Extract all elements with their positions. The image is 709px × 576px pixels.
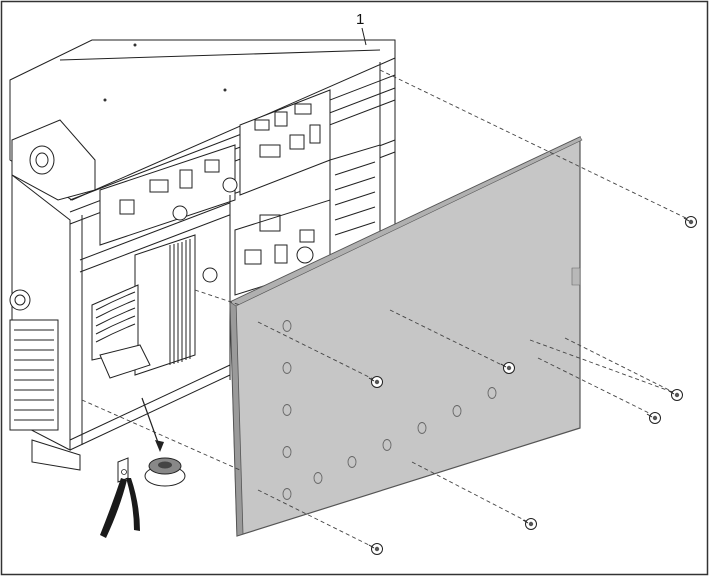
transformer-coil [91,234,196,379]
screw-icon [368,376,383,388]
assembly-guide-lines [81,69,691,549]
screw-icon [522,518,537,530]
removed-clip [144,457,186,487]
screw-icon [500,362,515,374]
cover-screws [368,216,697,555]
side-cover-panel [229,136,583,537]
screw-icon [668,389,683,401]
pliers-icon [100,457,140,538]
screw-icon [368,543,383,555]
callout-label: 1 [356,11,364,28]
screw-icon [683,216,697,228]
machine-housing [9,39,396,471]
callout-leader [361,27,367,46]
front-louvre-panel [9,319,59,431]
removal-arrow [141,397,164,452]
side-fitting [9,289,31,311]
panel-holes [282,320,497,500]
screw-icon [646,412,661,424]
left-circuit-board [99,144,236,246]
front-foot [31,439,81,471]
